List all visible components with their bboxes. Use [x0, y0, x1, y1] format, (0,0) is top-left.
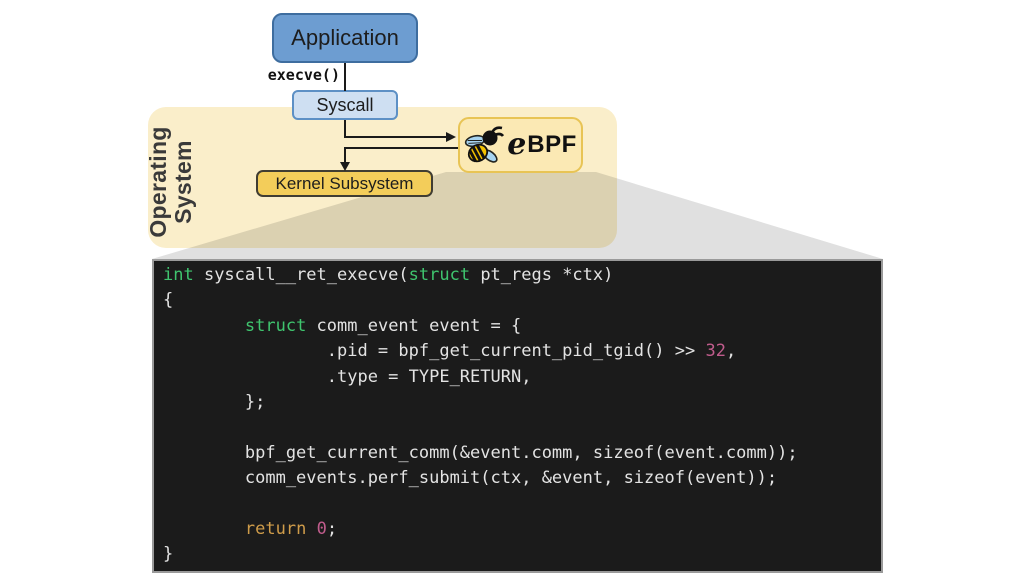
- code-line: {: [163, 290, 174, 311]
- code-line: struct comm_event event = {: [244, 315, 522, 336]
- code-line: }: [163, 544, 174, 565]
- code-line: comm_events.perf_submit(ctx, &event, siz…: [163, 468, 778, 489]
- code-line: };: [163, 392, 266, 413]
- code-line: .type = TYPE_RETURN,: [163, 366, 532, 387]
- code-line: int syscall__ret_execve(struct pt_regs *…: [163, 265, 614, 285]
- code-line: bpf_get_current_comm(&event.comm, sizeof…: [163, 442, 798, 463]
- code-line: [163, 415, 881, 440]
- operating-system-label: Operating System: [145, 126, 196, 238]
- syscall-box: Syscall: [292, 90, 398, 120]
- application-box: Application: [272, 13, 418, 63]
- bee-icon: [465, 126, 505, 163]
- ebpf-label-e: e: [507, 127, 527, 162]
- code-lines: int syscall__ret_execve(struct pt_regs *…: [163, 263, 881, 568]
- ebpf-code-block: int syscall__ret_execve(struct pt_regs *…: [152, 259, 883, 573]
- execve-label: execve(): [267, 66, 340, 84]
- code-line: [163, 492, 881, 517]
- code-line: return 0;: [244, 519, 338, 540]
- ebpf-label-bpf: BPF: [527, 131, 577, 158]
- code-line: .pid = bpf_get_current_pid_tgid() >> 32,: [163, 341, 737, 362]
- kernel-subsystem-label: Kernel Subsystem: [275, 173, 414, 193]
- application-label: Application: [291, 25, 399, 50]
- syscall-label: Syscall: [316, 94, 374, 115]
- kernel-subsystem-box: Kernel Subsystem: [256, 170, 433, 197]
- ebpf-box: e BPF: [458, 117, 583, 173]
